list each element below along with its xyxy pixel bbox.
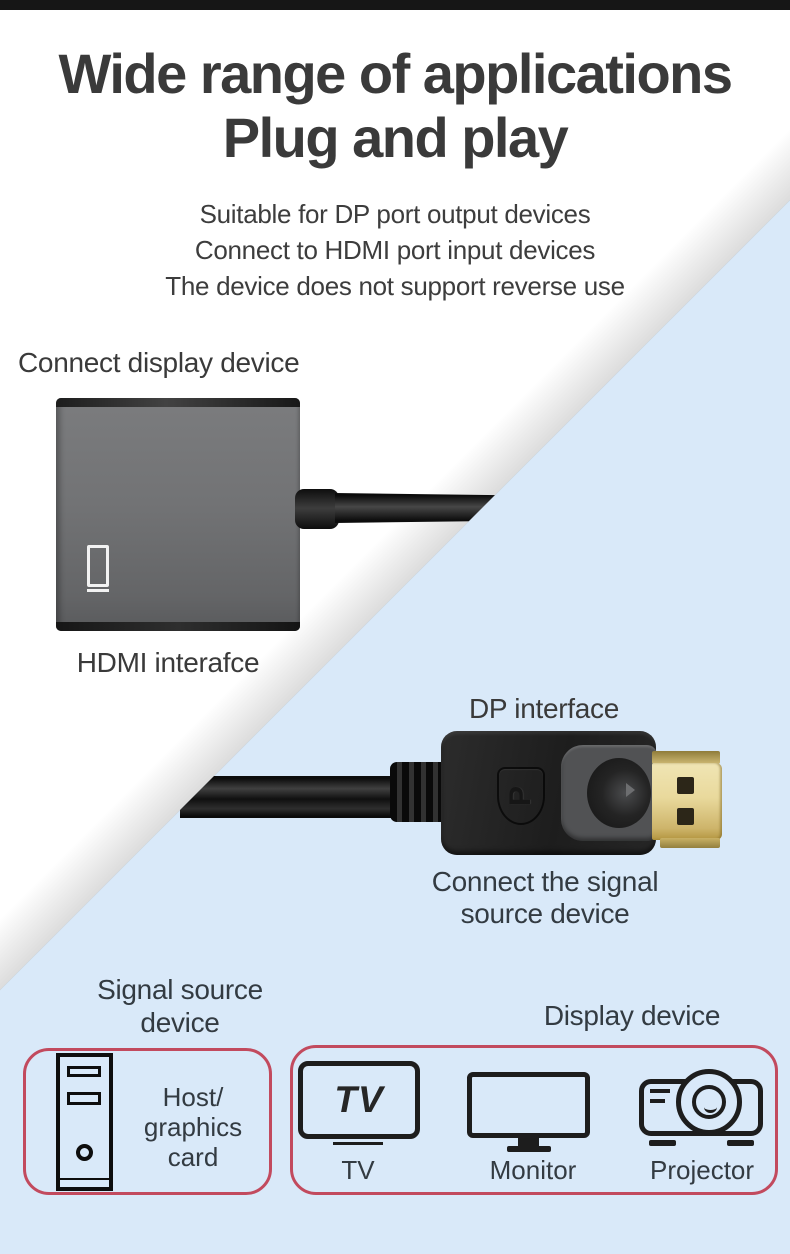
tv-icon-stand [333, 1142, 383, 1145]
dp-interface-label: DP interface [469, 693, 619, 724]
subtitle-line3: The device does not support reverse use [165, 271, 625, 301]
monitor-label: Monitor [489, 1155, 577, 1185]
dp-cable [180, 776, 412, 818]
tv-icon: TV [298, 1061, 420, 1139]
page-title-line2: Plug and play [222, 106, 569, 169]
dp-connector-photo: P [140, 720, 740, 870]
signal-source-box [23, 1048, 272, 1195]
monitor-icon-neck [518, 1137, 539, 1146]
dp-release-latch [561, 745, 657, 841]
dp-logo-emboss: P [497, 767, 545, 825]
adapter-bottom-edge [56, 622, 300, 631]
display-device-title: Display device [543, 1000, 721, 1031]
projector-foot [727, 1140, 754, 1146]
hdmi-adapter-body [56, 398, 300, 631]
header-subtitles: Suitable for DP port output devices Conn… [0, 196, 790, 304]
host-label-line1: Host/ [162, 1082, 224, 1112]
hdmi-port-icon [87, 545, 109, 587]
projector-lens-inner [692, 1085, 726, 1119]
tv-label: TV [341, 1155, 375, 1185]
dp-connector-pin [677, 777, 694, 794]
pc-tower-base-line [59, 1178, 110, 1180]
dp-logo-letter: P [503, 785, 537, 807]
projector-foot [649, 1140, 676, 1146]
dp-strain-relief-ribs [390, 762, 448, 822]
dp-gold-top-tab [652, 751, 720, 764]
dp-connector-pin [677, 808, 694, 825]
hdmi-port-icon-underline [87, 589, 109, 592]
caption-line2: source device [460, 898, 630, 929]
host-label-line2: graphics [143, 1112, 243, 1142]
monitor-icon-base [507, 1146, 551, 1152]
title-line2: device [140, 1007, 220, 1038]
pc-tower-drive-bay [67, 1092, 101, 1105]
host-graphics-card-label: Host/ graphics card [118, 1082, 268, 1172]
connect-signal-source-caption: Connect the signal source device [395, 866, 695, 930]
dp-latch-arrow-icon [626, 783, 635, 797]
display-device-box [290, 1045, 778, 1195]
tv-icon-text: TV [334, 1079, 384, 1120]
dp-latch-opening [587, 758, 651, 828]
projector-vent-line [650, 1099, 665, 1103]
caption-line1: Connect the signal [431, 866, 659, 897]
pc-tower-power-button [76, 1144, 93, 1161]
cable-strain-relief [295, 489, 339, 529]
hdmi-interface-caption: HDMI interafce [76, 647, 260, 678]
monitor-icon [467, 1072, 590, 1138]
projector-label: Projector [650, 1155, 755, 1185]
subtitle-line1: Suitable for DP port output devices [199, 199, 591, 229]
page-title-line1: Wide range of applications [58, 42, 733, 105]
top-bar [0, 0, 790, 10]
title-line1: Signal source [97, 974, 263, 1005]
pc-tower-icon [56, 1053, 113, 1191]
pc-tower-drive-bay [67, 1066, 101, 1077]
signal-source-device-title: Signal source device [30, 973, 330, 1039]
projector-vent-line [650, 1089, 670, 1093]
dp-gold-connector [652, 763, 722, 840]
dp-gold-bottom-tab [660, 838, 720, 848]
subtitle-line2: Connect to HDMI port input devices [194, 235, 596, 265]
connect-display-device-label: Connect display device [18, 347, 300, 378]
adapter-top-edge [56, 398, 300, 407]
host-label-line3: card [167, 1142, 219, 1172]
projector-lens-glint [704, 1101, 717, 1113]
